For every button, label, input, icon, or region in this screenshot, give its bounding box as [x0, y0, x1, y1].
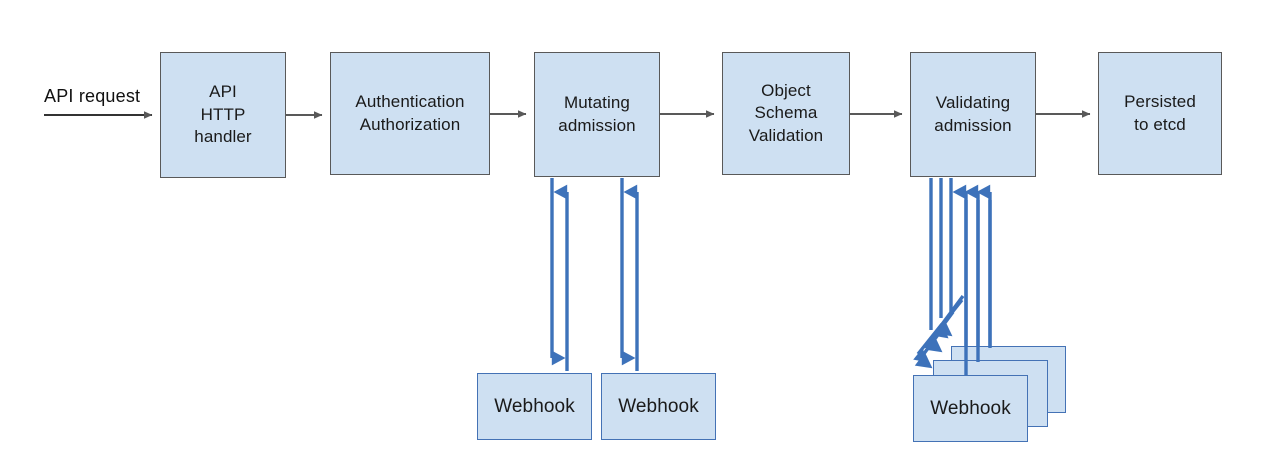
webhook-box-mutating-2-label: Webhook: [618, 395, 699, 417]
node-mutating-admission-label: Mutating admission: [558, 93, 636, 135]
webhook-box-mutating-1-label: Webhook: [494, 395, 575, 417]
webhook-box-mutating-2[interactable]: Webhook: [601, 373, 716, 440]
api-request-label: API request: [44, 86, 141, 106]
node-api-http-handler-label: API HTTP handler: [194, 82, 252, 147]
webhook-connector-mutating-to-webhook-1: [550, 178, 569, 371]
webhook-connector-mutating-to-webhook-2: [620, 178, 639, 371]
node-persisted-to-etcd[interactable]: Persisted to etcd: [1098, 52, 1222, 175]
node-persisted-to-etcd-label: Persisted to etcd: [1124, 92, 1196, 134]
node-api-http-handler[interactable]: API HTTP handler: [160, 52, 286, 178]
webhook-box-validating-1-label: Webhook: [930, 397, 1011, 419]
node-object-schema-validation-label: Object Schema Validation: [748, 80, 824, 145]
node-authentication[interactable]: Authentication Authorization: [330, 52, 490, 175]
node-validating-admission[interactable]: Validating admission: [910, 52, 1036, 177]
node-object-schema-validation[interactable]: Object Schema Validation: [722, 52, 850, 175]
node-authentication-label: Authentication Authorization: [355, 92, 465, 134]
webhook-box-mutating-1[interactable]: Webhook: [477, 373, 592, 440]
node-validating-admission-label: Validating admission: [934, 93, 1012, 135]
node-mutating-admission[interactable]: Mutating admission: [534, 52, 660, 177]
webhook-box-validating-1[interactable]: Webhook: [913, 375, 1028, 442]
